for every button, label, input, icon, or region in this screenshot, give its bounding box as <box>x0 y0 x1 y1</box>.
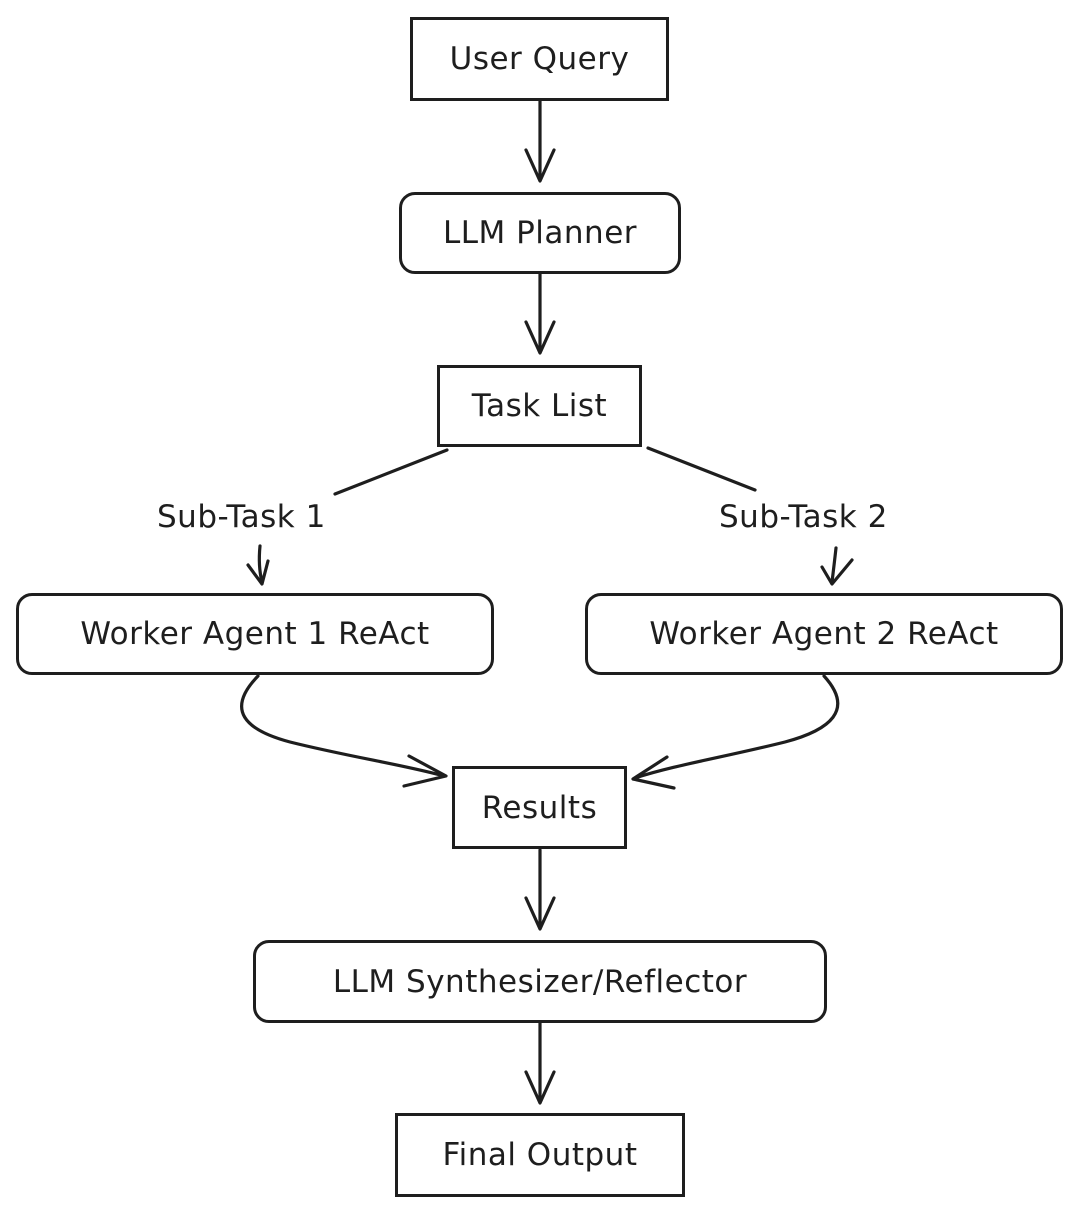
node-llm-planner-label: LLM Planner <box>442 215 638 251</box>
arrow-subtask-2-to-worker-2 <box>820 546 854 586</box>
arrow-worker-2-to-results <box>631 674 840 790</box>
node-worker-agent-1-label: Worker Agent 1 ReAct <box>80 616 430 652</box>
arrow-worker-1-to-results <box>240 674 448 788</box>
node-final-output: Final Output <box>395 1113 685 1197</box>
node-worker-agent-2: Worker Agent 2 ReAct <box>585 593 1063 675</box>
node-user-query: User Query <box>410 17 669 101</box>
edge-label-sub-task-2: Sub-Task 2 <box>719 499 888 535</box>
node-worker-agent-1: Worker Agent 1 ReAct <box>16 593 494 675</box>
arrow-subtask-1-to-worker-1 <box>246 544 270 586</box>
arrow-results-to-synthesizer <box>524 848 556 931</box>
node-results-label: Results <box>481 789 598 826</box>
line-tasklist-to-subtask-1 <box>333 448 449 496</box>
node-final-output-label: Final Output <box>442 1137 638 1173</box>
edge-label-sub-task-1: Sub-Task 1 <box>157 499 326 535</box>
node-worker-agent-2-label: Worker Agent 2 ReAct <box>649 616 999 652</box>
line-tasklist-to-subtask-2 <box>646 446 757 492</box>
node-task-list: Task List <box>437 365 642 447</box>
node-task-list-label: Task List <box>471 388 608 424</box>
node-user-query-label: User Query <box>449 41 630 77</box>
arrow-query-to-planner <box>524 98 556 183</box>
node-llm-synthesizer-reflector-label: LLM Synthesizer/Reflector <box>332 963 748 1000</box>
arrow-synthesizer-to-output <box>524 1021 556 1105</box>
arrow-planner-to-tasklist <box>524 271 556 355</box>
node-results: Results <box>452 766 627 849</box>
node-llm-synthesizer-reflector: LLM Synthesizer/Reflector <box>253 940 827 1023</box>
node-llm-planner: LLM Planner <box>399 192 681 274</box>
